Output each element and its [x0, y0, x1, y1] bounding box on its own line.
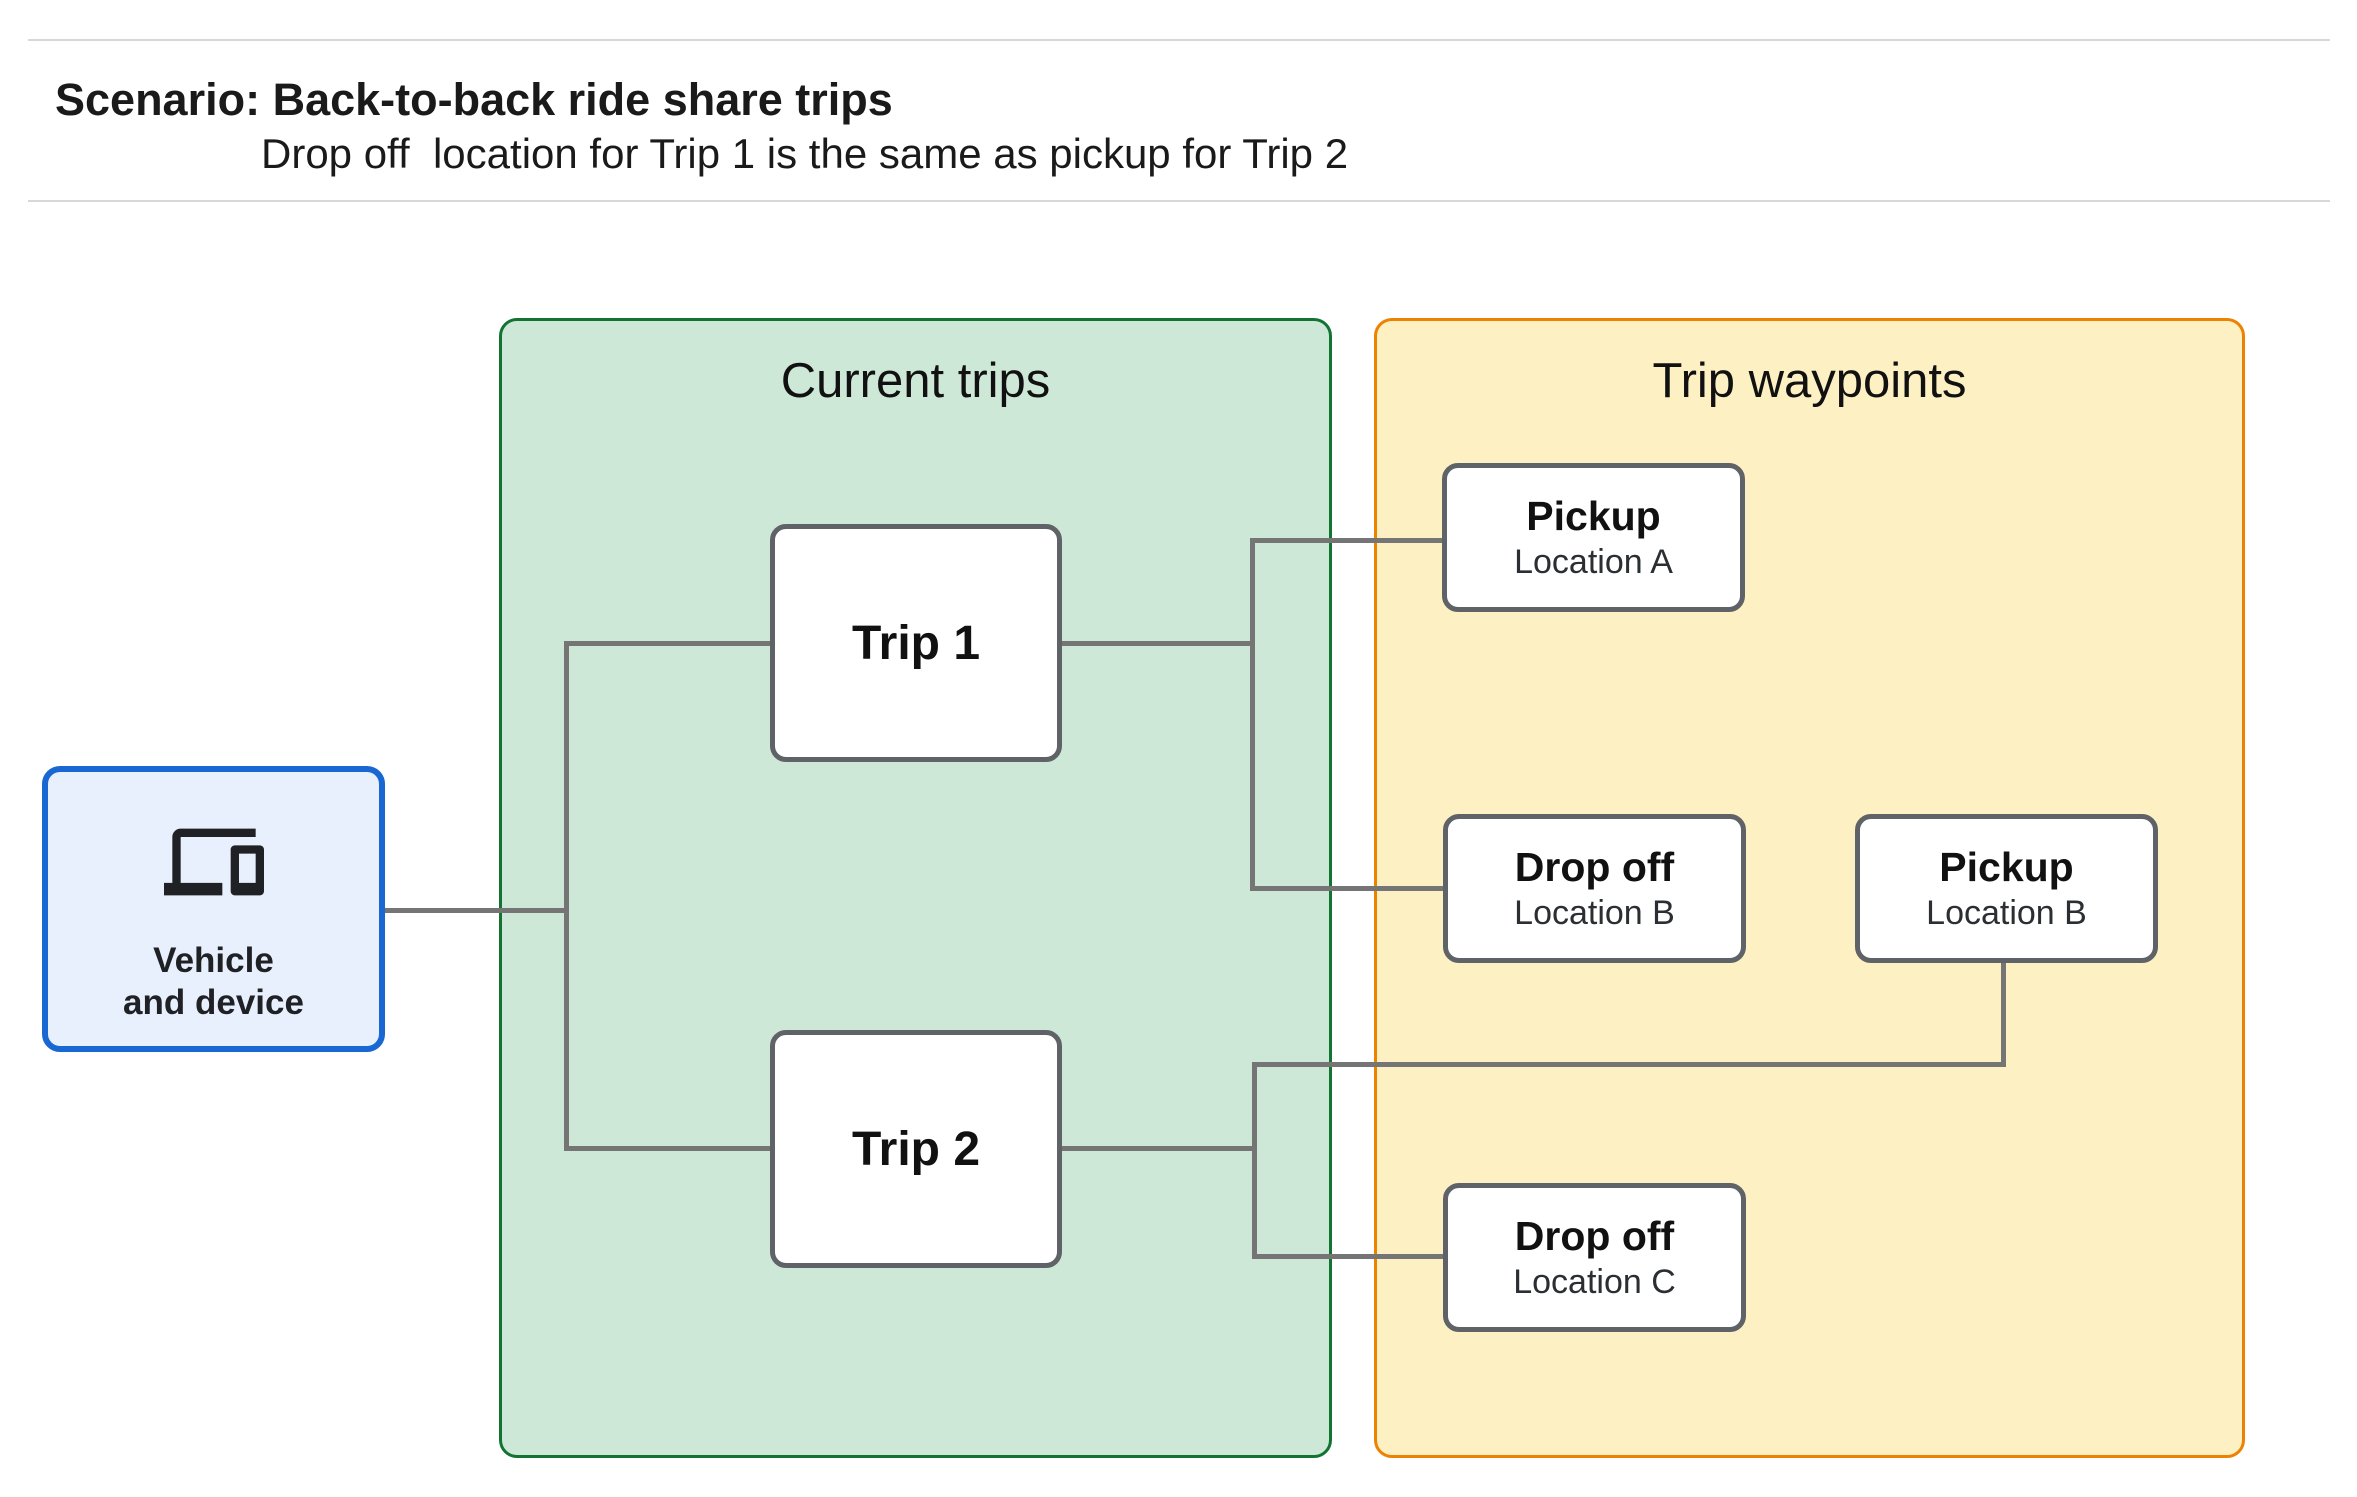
connector-left-branch-vertical — [564, 641, 569, 1151]
connector-vehicle-out — [385, 908, 568, 913]
vehicle-label-line1: Vehicle — [153, 941, 274, 980]
vehicle-and-device-node: Vehicle and device — [42, 766, 385, 1052]
connector-pickup-b-horizontal — [1252, 1062, 2006, 1067]
waypoint-location: Location B — [1514, 894, 1675, 932]
waypoint-title: Pickup — [1526, 493, 1661, 539]
waypoint-title: Pickup — [1939, 844, 2074, 890]
header-top-divider — [28, 39, 2330, 41]
trip-1-node: Trip 1 — [770, 524, 1062, 762]
waypoint-location: Location B — [1926, 894, 2087, 932]
connector-to-trip1 — [564, 641, 774, 646]
waypoint-title: Drop off — [1514, 844, 1675, 890]
vehicle-label: Vehicle and device — [123, 940, 304, 1024]
page-subtitle: Drop off location for Trip 1 is the same… — [261, 130, 1349, 177]
trip-waypoints-label: Trip waypoints — [1652, 354, 1967, 408]
connector-trip2-out — [1058, 1146, 1257, 1151]
connector-trip1-bracket-vertical — [1250, 538, 1255, 891]
devices-icon — [163, 828, 264, 896]
connector-to-pickup-a — [1250, 538, 1446, 543]
waypoint-pickup-location-a: Pickup Location A — [1442, 463, 1745, 612]
trip-2-label: Trip 2 — [851, 1122, 981, 1176]
page-title: Scenario: Back-to-back ride share trips — [55, 74, 893, 125]
current-trips-label: Current trips — [780, 354, 1051, 408]
header-bottom-divider — [28, 200, 2330, 202]
connector-to-dropoff-c — [1252, 1254, 1447, 1259]
waypoint-location: Location A — [1514, 543, 1673, 581]
waypoint-title: Drop off — [1514, 1213, 1675, 1259]
connector-trip1-out — [1058, 641, 1255, 646]
connector-pickup-b-vertical — [2001, 960, 2006, 1067]
connector-to-dropoff-b — [1250, 886, 1447, 891]
trip-1-label: Trip 1 — [851, 616, 981, 670]
connector-trip2-bracket-vertical — [1252, 1062, 1257, 1259]
waypoint-dropoff-location-c: Drop off Location C — [1443, 1183, 1746, 1332]
waypoint-pickup-location-b: Pickup Location B — [1855, 814, 2158, 963]
connector-to-trip2 — [564, 1146, 774, 1151]
waypoint-dropoff-location-b: Drop off Location B — [1443, 814, 1746, 963]
current-trips-container: Current trips — [499, 318, 1332, 1458]
waypoint-location: Location C — [1513, 1263, 1676, 1301]
vehicle-label-line2: and device — [123, 983, 304, 1022]
trip-2-node: Trip 2 — [770, 1030, 1062, 1268]
